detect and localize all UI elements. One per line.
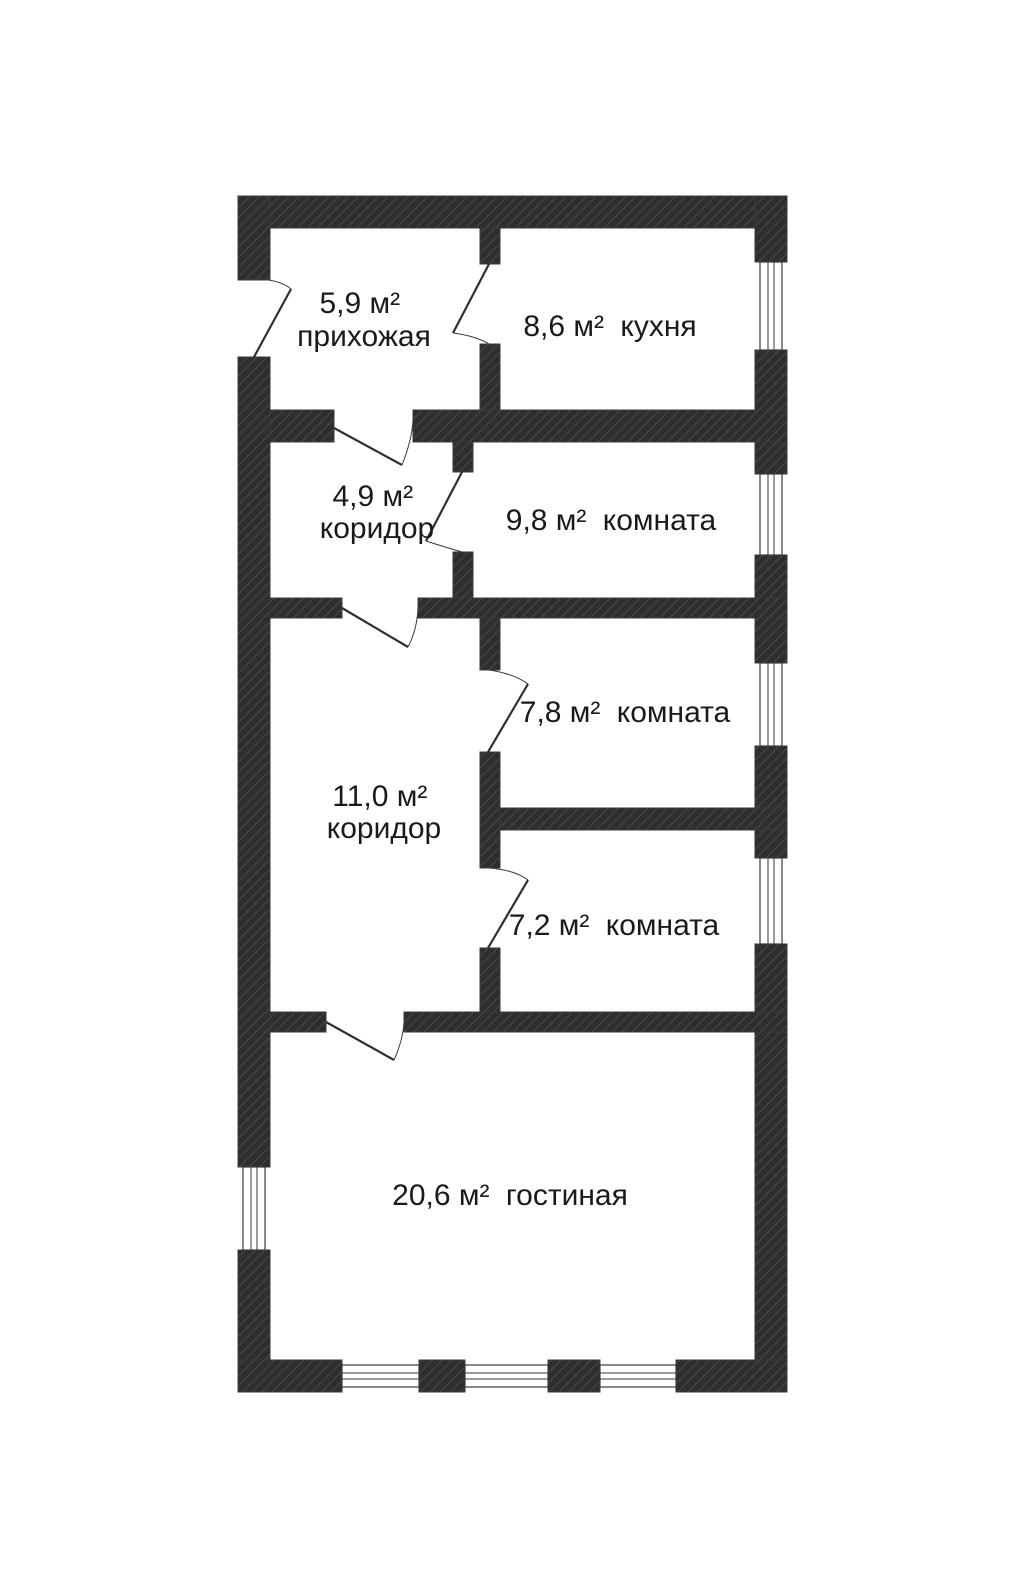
room-area: 4,9 м² xyxy=(333,480,414,513)
window-living-bottom-1 xyxy=(341,1364,420,1388)
partition-row2-left xyxy=(269,597,343,619)
outer-wall-right-1 xyxy=(754,195,788,263)
door-hall-corridor1 xyxy=(333,419,414,466)
partition-row1-right xyxy=(412,409,788,443)
door-living xyxy=(325,1021,405,1061)
window-room3 xyxy=(759,857,783,945)
room-label-room1: 9,8 м² комната xyxy=(506,504,717,537)
window-kitchen xyxy=(759,261,783,351)
walls xyxy=(237,195,788,1393)
room-name: комната xyxy=(603,504,717,537)
outer-wall-bottom-4 xyxy=(675,1359,788,1393)
door-room3 xyxy=(487,867,529,949)
room-name: гостиная xyxy=(506,1179,628,1212)
window-room1 xyxy=(759,473,783,556)
partition-hall-kitchen-bottom xyxy=(479,343,501,415)
outer-wall-bottom-2 xyxy=(418,1359,466,1393)
door-corridor1-corridor2 xyxy=(341,607,419,648)
room-label-kitchen: 8,6 м² кухня xyxy=(523,310,696,343)
window-living-bottom-2 xyxy=(464,1364,549,1388)
partition-living-right xyxy=(403,1011,788,1033)
door-kitchen xyxy=(452,263,490,345)
doors xyxy=(237,263,529,1061)
outer-wall-top xyxy=(237,195,788,229)
window-living-bottom-3 xyxy=(599,1364,677,1388)
partition-row1-left xyxy=(269,409,335,443)
door-entrance xyxy=(237,278,292,358)
room-name: коридор xyxy=(327,812,441,845)
partition-hall-kitchen-top xyxy=(479,227,501,265)
window-room2 xyxy=(759,662,783,747)
room-area: 7,8 м² xyxy=(520,696,601,729)
partition-row2-right xyxy=(417,597,788,619)
room-name: кухня xyxy=(620,310,696,343)
partition-living-left xyxy=(269,1011,327,1033)
partition-c2-room2-top xyxy=(479,617,501,671)
outer-wall-bottom-3 xyxy=(547,1359,601,1393)
room-label-room2: 7,8 м² комната xyxy=(520,696,731,729)
partition-room2-room3 xyxy=(499,807,788,831)
partition-c1-room1-top xyxy=(452,441,474,473)
window-living-left xyxy=(242,1166,266,1251)
room-labels: 5,9 м² прихожая 8,6 м² кухня 4,9 м² кори… xyxy=(297,287,730,1212)
outer-wall-right-4 xyxy=(754,745,788,859)
room-label-corridor2: 11,0 м² коридор xyxy=(327,780,441,845)
room-area: 20,6 м² xyxy=(392,1179,489,1212)
room-name: прихожая xyxy=(297,320,431,353)
outer-wall-left-middle xyxy=(237,356,271,1168)
room-name: коридор xyxy=(320,512,434,545)
room-area: 7,2 м² xyxy=(509,909,590,942)
room-label-living: 20,6 м² гостиная xyxy=(392,1179,628,1212)
room-name: комната xyxy=(617,696,731,729)
outer-wall-right-5 xyxy=(754,943,788,1393)
partition-c1-room1-bottom xyxy=(452,551,474,603)
partition-c2-rooms-middle xyxy=(479,751,501,869)
room-label-hall: 5,9 м² прихожая xyxy=(297,287,431,353)
room-name: комната xyxy=(606,909,720,942)
outer-wall-bottom-1 xyxy=(237,1359,343,1393)
room-area: 9,8 м² xyxy=(506,504,587,537)
windows xyxy=(242,261,783,1388)
room-label-room3: 7,2 м² комната xyxy=(509,909,720,942)
door-room2 xyxy=(487,669,529,753)
room-area: 11,0 м² xyxy=(332,780,427,813)
outer-wall-left-top xyxy=(237,195,271,281)
room-label-corridor1: 4,9 м² коридор xyxy=(320,480,434,545)
room-area: 8,6 м² xyxy=(523,310,604,343)
door-room1 xyxy=(425,471,463,553)
room-area: 5,9 м² xyxy=(320,287,401,320)
